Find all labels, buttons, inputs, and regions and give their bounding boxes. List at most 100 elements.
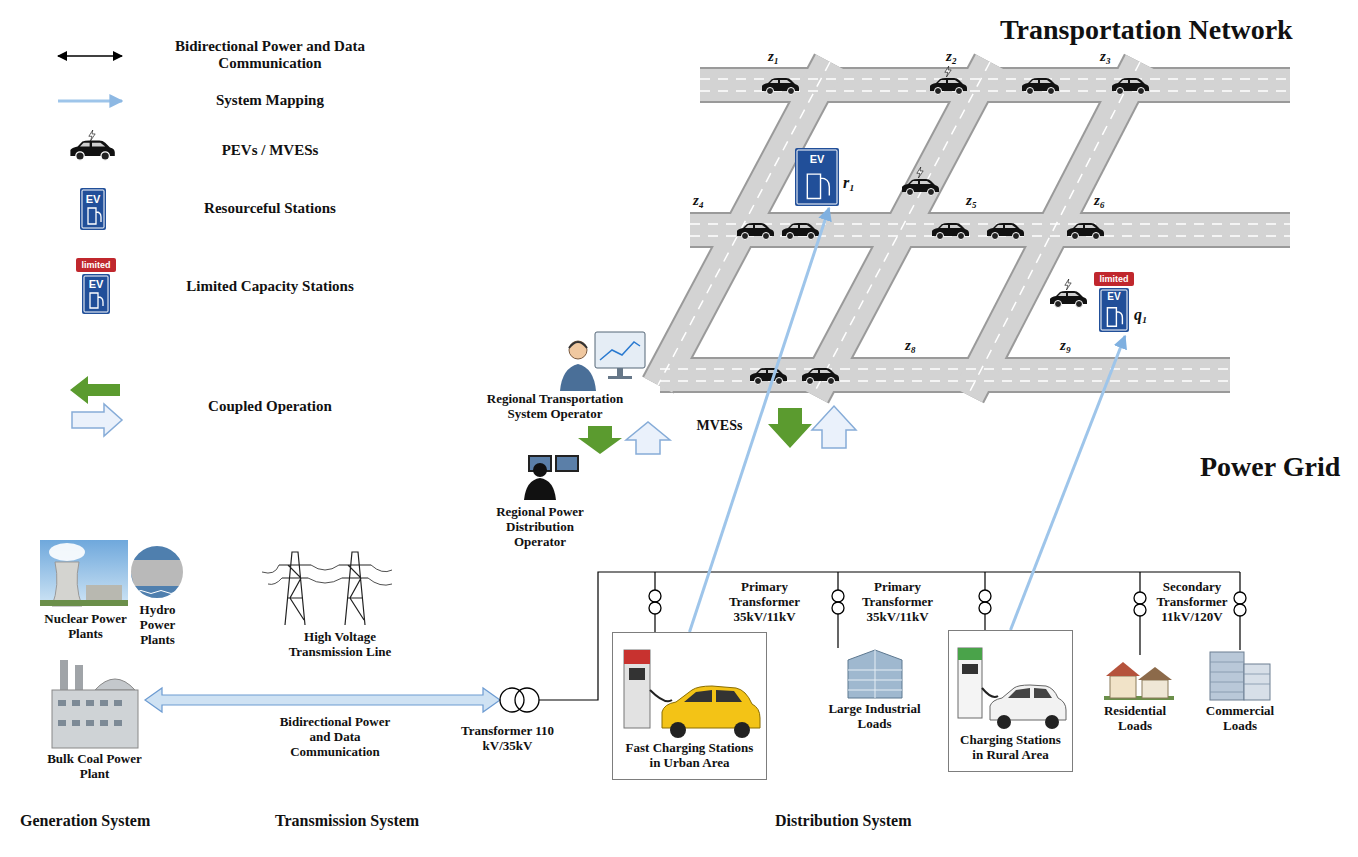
- legend-text: PEVs / MVESs: [150, 142, 390, 159]
- rural-charger: [958, 648, 1066, 729]
- operator-icon: [617, 368, 623, 376]
- charging-area-box: Fast Charging Stations in Urban Area: [612, 632, 767, 780]
- transmission-tower: [339, 552, 371, 625]
- legend-samples: [90, 293, 103, 308]
- flow-label: MVESs: [692, 418, 747, 434]
- node-label: z₉: [1060, 337, 1071, 354]
- transformer-symbol: [500, 688, 524, 712]
- icon-text: EV: [82, 278, 110, 291]
- legend-text: Resourceful Stations: [150, 200, 390, 217]
- vehicle: [945, 66, 951, 77]
- urban-charger: [624, 650, 650, 664]
- road: [813, 62, 990, 395]
- coal-plant: [52, 660, 138, 748]
- transformer-symbol: [1134, 592, 1146, 604]
- legend-samples: [70, 376, 120, 404]
- coal-plant: [114, 720, 122, 726]
- legend-samples: [76, 258, 116, 272]
- transmission-tower: [262, 565, 392, 585]
- urban-charger: [684, 690, 742, 702]
- urban-charger: [624, 650, 760, 738]
- nuclear-plant: [40, 540, 128, 606]
- transformer-symbol: [649, 602, 661, 614]
- operator-icon: [560, 332, 645, 391]
- region-heading: Power Grid: [1200, 451, 1340, 483]
- rural-charger: [1008, 688, 1052, 698]
- node-label: z₃: [1100, 48, 1111, 65]
- legend-text: System Mapping: [150, 92, 390, 109]
- transformer-symbol: [649, 590, 661, 602]
- transformer-symbol: [1234, 592, 1246, 604]
- coal-plant: [52, 690, 138, 748]
- urban-charger: [734, 722, 750, 738]
- vehicle: [762, 78, 799, 95]
- region-fill: [0, 425, 1358, 850]
- transformer-label: Primary Transformer 35kV/11kV: [855, 580, 940, 625]
- load-label: Commercial Loads: [1195, 704, 1285, 734]
- charging-area-box: Charging Stations in Rural Area: [948, 630, 1073, 772]
- transformer-symbol: [832, 602, 844, 614]
- legend-samples: [72, 404, 122, 436]
- vehicle: [902, 179, 939, 196]
- region-fill: [600, 0, 1358, 445]
- legend-samples: [58, 100, 122, 103]
- arrow-label: Bidirectional Power and Data Communicati…: [275, 715, 395, 760]
- vehicle: [932, 223, 969, 240]
- region-band: Power GridFast Charging Stations in Urba…: [0, 425, 1358, 850]
- operator-icon: [533, 463, 547, 477]
- rural-charger: [1045, 715, 1059, 729]
- box-caption: Charging Stations in Rural Area: [955, 733, 1066, 763]
- node-label: z₆: [1094, 192, 1105, 209]
- operator-icon: [595, 332, 645, 368]
- coal-plant: [100, 720, 108, 726]
- coupled-arrows: [626, 422, 670, 454]
- commercial-building: [1210, 662, 1270, 692]
- vehicle: [987, 223, 1024, 240]
- region-fill: [600, 0, 1358, 445]
- nuclear-plant: [40, 600, 128, 606]
- coal-plant: [58, 700, 122, 726]
- road: [658, 62, 1290, 395]
- coal-plant: [60, 660, 68, 692]
- vehicle: [917, 167, 923, 178]
- vehicle: [1112, 78, 1149, 95]
- coal-plant: [58, 700, 66, 706]
- station-id: q₁: [1134, 306, 1148, 324]
- line-label: High Voltage Transmission Line: [280, 630, 400, 660]
- industrial-building: [848, 650, 902, 698]
- nuclear-plant: [49, 543, 85, 561]
- legend-samples: [70, 140, 114, 160]
- legend-samples: [89, 130, 95, 141]
- coal-plant: [58, 720, 66, 726]
- coal-plant: [72, 700, 80, 706]
- limited-tag: limited: [1094, 273, 1134, 285]
- coupled-arrows: [768, 408, 812, 448]
- urban-charger: [670, 722, 686, 738]
- nuclear-plant: [40, 540, 128, 606]
- hydro-plant: [128, 543, 188, 603]
- load-label: Residential Loads: [1095, 704, 1175, 734]
- transmission-tower: [262, 552, 392, 625]
- legend-text: Coupled Operation: [150, 398, 390, 415]
- road: [813, 62, 990, 395]
- coal-plant: [86, 700, 94, 706]
- region-fill: [0, 425, 1358, 850]
- industrial-building: [848, 650, 902, 698]
- system-label: Distribution System: [775, 812, 911, 830]
- charging-station: EVr₁: [795, 148, 863, 208]
- transformer-symbol: [1234, 604, 1246, 616]
- road: [658, 62, 830, 385]
- coal-plant: [86, 720, 94, 726]
- road: [968, 62, 1140, 395]
- road: [660, 359, 1230, 391]
- region-heading: Transportation Network: [1000, 14, 1293, 46]
- hydro-plant: [130, 545, 184, 599]
- coal-plant: [114, 700, 122, 706]
- vehicle: [737, 223, 774, 240]
- operator-label: Regional Transportation System Operator: [470, 392, 640, 422]
- urban-charger: [650, 690, 672, 701]
- road: [658, 62, 1290, 395]
